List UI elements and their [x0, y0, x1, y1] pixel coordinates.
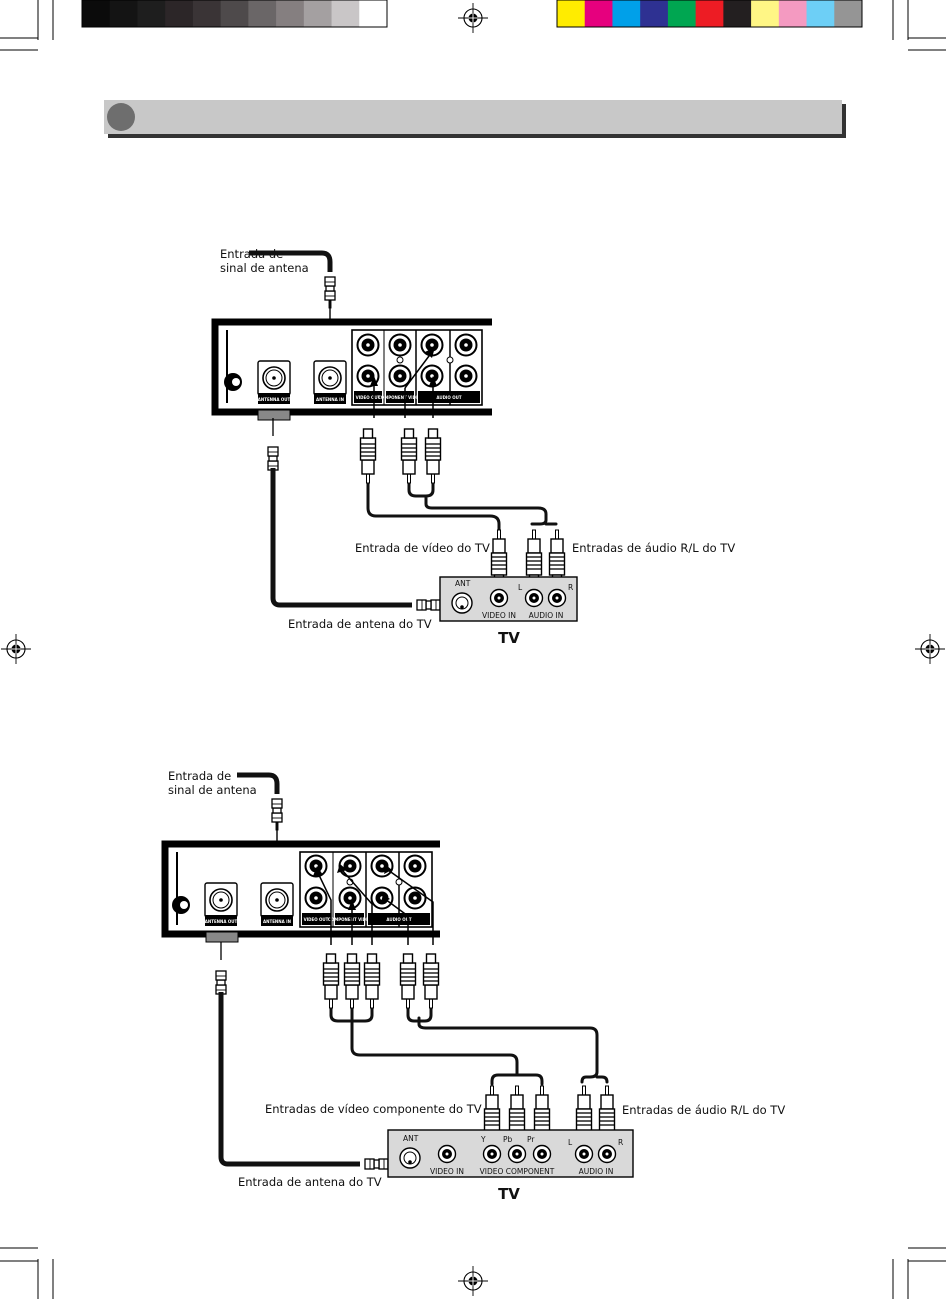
tv-audio-in-label: AUDIO IN: [529, 611, 564, 620]
color-swatch: [82, 0, 111, 27]
tv-video-input-label: Entrada de vídeo do TV: [355, 541, 490, 555]
antenna-in-label-2: ANTENNA IN: [263, 919, 291, 924]
diagram-2-component-connection: Entrada de sinal de antena ANTENNA OUT A…: [161, 769, 785, 1203]
video-out-label: VIDEO OUT: [356, 395, 381, 400]
tv-ant-label-2: ANT: [403, 1134, 419, 1143]
color-swatch: [584, 0, 613, 27]
antenna-out-label: ANTENNA OUT: [258, 397, 291, 402]
tv-video-in-label-2: VIDEO IN: [430, 1167, 464, 1176]
tv-panel-2: ANT VIDEO IN VIDEO COMPONENT AUDIO IN Y …: [387, 1129, 634, 1178]
tv-pr-label: Pr: [527, 1135, 535, 1144]
tv-y-label: Y: [480, 1135, 486, 1144]
tv-audio-in-label-2: AUDIO IN: [579, 1167, 614, 1176]
section-header-bar: [104, 100, 846, 138]
color-swatch: [248, 0, 277, 27]
antenna-signal-label-line2-2: sinal de antena: [168, 783, 257, 797]
color-swatch: [778, 0, 808, 27]
color-swatch: [751, 0, 780, 27]
tv-panel-1: ANT VIDEO IN AUDIO IN L R: [439, 576, 578, 622]
color-swatch: [137, 0, 166, 27]
section-bullet-icon: [107, 103, 135, 131]
tv-video-component-label: VIDEO COMPONENT: [480, 1167, 555, 1176]
color-swatch: [557, 0, 586, 27]
audio-out-label: AUDIO OUT: [436, 395, 461, 400]
gray-color-bar: [82, 0, 388, 27]
tv-title: TV: [498, 629, 520, 647]
registration-mark-bottom: [457, 1265, 489, 1297]
color-swatch: [723, 0, 752, 27]
tv-pb-label: Pb: [503, 1135, 513, 1144]
component-video-label-2: COMPONENT VIDEO: [328, 917, 373, 922]
tv-antenna-input-label: Entrada de antena do TV: [288, 617, 432, 631]
tv-video-in-label: VIDEO IN: [482, 611, 516, 620]
antenna-out-jack: [257, 360, 291, 396]
registration-mark-right: [914, 633, 946, 665]
audio-out-label-2: AUDIO OUT: [386, 917, 411, 922]
registration-mark-left: [0, 633, 32, 665]
antenna-signal-label-line1-2: Entrada de: [168, 769, 231, 783]
tv-audio-input-label-2: Entradas de áudio R/L do TV: [622, 1103, 785, 1117]
tv-r-label: R: [568, 583, 573, 592]
antenna-signal-label-line1: Entrada de: [220, 247, 283, 261]
antenna-in-label: ANTENNA IN: [316, 397, 344, 402]
tv-ant-label: ANT: [455, 579, 471, 588]
antenna-out-label-2: ANTENNA OUT: [205, 919, 238, 924]
color-swatch: [303, 0, 333, 27]
process-color-bar: [557, 0, 863, 27]
tv-component-input-label: Entradas de vídeo componente do TV: [265, 1102, 482, 1116]
color-swatch: [192, 0, 222, 27]
color-swatch: [612, 0, 641, 27]
color-swatch: [276, 0, 305, 27]
component-video-label: COMPONENT VIDEO: [378, 395, 423, 400]
tv-audio-input-label: Entradas de áudio R/L do TV: [572, 541, 735, 555]
color-swatch: [695, 0, 724, 27]
antenna-signal-label-line2: sinal de antena: [220, 261, 309, 275]
color-swatch: [220, 0, 249, 27]
tv-antenna-input-label-2: Entrada de antena do TV: [238, 1175, 382, 1189]
color-swatch: [359, 0, 388, 27]
color-swatch: [331, 0, 360, 27]
registration-mark-top: [457, 2, 489, 34]
color-swatch: [640, 0, 669, 27]
video-out-label-2: VIDEO OUT: [304, 917, 329, 922]
tv-l-label-2: L: [568, 1138, 573, 1147]
device-rear-panel-1: ANTENNA OUT ANTENNA IN VIDEO OUT COMPONE…: [211, 318, 492, 421]
tv-l-label: L: [518, 583, 523, 592]
color-swatch: [667, 0, 697, 27]
diagram-1-composite-connection: Entrada de sinal de antena ANTENNA OUT A…: [211, 247, 735, 647]
device-rear-panel-2: ANTENNA OUT ANTENNA IN VIDEO OUT COMPONE…: [161, 840, 440, 943]
color-swatch: [165, 0, 194, 27]
tv-r-label-2: R: [618, 1138, 623, 1147]
color-swatch: [109, 0, 138, 27]
tv-title-2: TV: [498, 1185, 520, 1203]
color-swatch: [834, 0, 863, 27]
antenna-in-jack: [313, 360, 347, 396]
color-swatch: [806, 0, 835, 27]
